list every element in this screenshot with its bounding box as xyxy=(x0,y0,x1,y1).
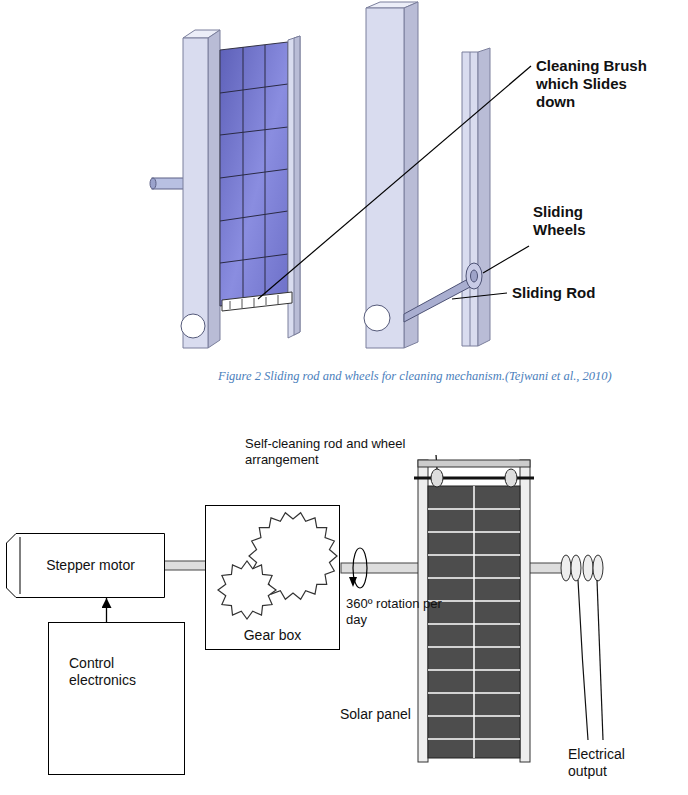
pillar xyxy=(183,38,208,348)
panel-grid xyxy=(473,486,475,758)
panel-grid xyxy=(428,486,520,758)
sliding-wheel xyxy=(471,270,478,282)
panel-grid xyxy=(428,508,520,510)
pillar-channel xyxy=(470,52,471,346)
motor-outline xyxy=(7,534,165,598)
motor-box: Stepper motor xyxy=(6,533,165,598)
rail xyxy=(294,36,300,335)
pillar xyxy=(478,48,490,346)
output-wire xyxy=(597,580,603,740)
brush-bristles xyxy=(230,301,231,309)
motor-end-cap xyxy=(20,537,21,594)
panel-grid xyxy=(428,692,520,694)
drive-shaft xyxy=(528,563,562,573)
node-text: Gear box xyxy=(244,627,302,644)
part-label: Electrical output xyxy=(568,746,658,780)
pillar xyxy=(462,52,478,346)
panel-grid xyxy=(220,254,288,263)
pillar xyxy=(366,8,404,348)
leader-line xyxy=(258,66,531,299)
pillar-hole xyxy=(181,314,205,338)
callout-label: Sliding Rod xyxy=(512,284,632,302)
gearbox-box: Gear box xyxy=(205,505,340,650)
panel-grid xyxy=(428,577,520,579)
solar-panel xyxy=(428,486,520,758)
panel-grid xyxy=(220,127,288,135)
leader-line xyxy=(452,293,507,299)
panel-top-bar xyxy=(418,460,530,467)
sliding-rod xyxy=(404,279,472,322)
rotation-arrow xyxy=(353,548,367,588)
pillar xyxy=(208,30,220,348)
part-label: Self-cleaning rod and wheel arrangement xyxy=(245,436,430,467)
panel-rail xyxy=(520,460,530,762)
brush-bristles xyxy=(254,298,255,307)
rotation-arrow xyxy=(349,577,357,587)
gear-symbol xyxy=(218,513,337,619)
drive-shaft xyxy=(165,565,205,566)
connector-arrow xyxy=(106,598,107,622)
connector-line xyxy=(106,598,107,622)
slip-ring xyxy=(583,555,593,581)
panel-grid xyxy=(220,84,288,93)
rod-wheel xyxy=(431,469,443,487)
panel-grid xyxy=(220,169,288,178)
panel-grid xyxy=(428,738,520,740)
brush-bristles xyxy=(242,299,243,308)
leader-line xyxy=(483,246,529,273)
panel-grid xyxy=(428,669,520,671)
slip-ring xyxy=(561,555,571,581)
node-text: Stepper motor xyxy=(46,557,135,574)
solar-panel xyxy=(220,42,288,306)
panel-grid xyxy=(220,45,288,303)
pillar-hole xyxy=(364,305,390,331)
control-box: Control electronics xyxy=(48,622,185,775)
slip-ring xyxy=(571,555,581,581)
gear-symbol xyxy=(218,561,276,619)
cleaning-frame xyxy=(150,2,490,348)
part-label: Solar panel xyxy=(340,706,420,723)
figure-caption: Figure 2 Sliding rod and wheels for clea… xyxy=(218,369,683,384)
cleaning-brush xyxy=(222,292,292,311)
slip-rings xyxy=(561,555,603,740)
panel-grid xyxy=(428,646,520,648)
brush-bristles xyxy=(266,297,267,305)
output-wire xyxy=(578,580,588,740)
node-text: Control electronics xyxy=(69,655,159,689)
panel-grid xyxy=(428,715,520,717)
side-peg xyxy=(152,178,186,189)
rod-wheel xyxy=(505,469,517,487)
sliding-wheel xyxy=(466,263,482,289)
callout-label: Cleaning Brush which Slides down xyxy=(536,57,648,111)
side-peg xyxy=(150,178,156,189)
panel-grid xyxy=(220,211,288,221)
slip-ring xyxy=(593,555,603,581)
brush-bristles xyxy=(230,295,278,309)
panel-grid xyxy=(428,623,520,625)
drive-shaft xyxy=(165,562,205,570)
callout-label: Sliding Wheels xyxy=(533,203,623,239)
pillar xyxy=(404,2,418,348)
drive-shaft xyxy=(165,561,205,571)
panel-grid xyxy=(428,554,520,556)
panel-grid xyxy=(428,531,520,533)
part-label: 360º rotation per day xyxy=(346,596,446,627)
brush-bristles xyxy=(278,295,279,304)
